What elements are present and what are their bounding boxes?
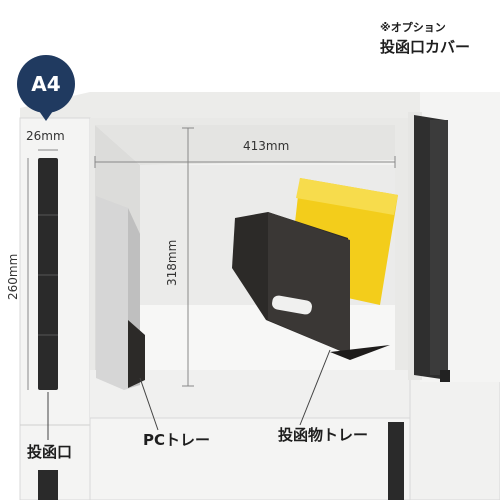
lower-locker-front bbox=[89, 417, 411, 500]
pc-tray-label: PCトレー bbox=[143, 431, 211, 449]
interior-width-label: 413mm bbox=[243, 139, 290, 153]
slot-cover-label: 投函口カバー bbox=[380, 38, 471, 56]
lower-door bbox=[409, 369, 500, 500]
size-badge: A4 bbox=[17, 55, 75, 121]
mail-tray-label: 投函物トレー bbox=[278, 426, 369, 444]
option-note: ※オプション bbox=[380, 21, 446, 34]
slot-height-label: 260mm bbox=[6, 253, 20, 300]
pc-tray bbox=[128, 320, 145, 388]
mail-slot bbox=[38, 158, 58, 390]
pc-tray-leader bbox=[139, 377, 159, 431]
cabinet-top bbox=[20, 92, 500, 122]
slot-label: 投函口 bbox=[27, 443, 73, 461]
lower-mail-slot bbox=[38, 470, 58, 500]
interior-height-label: 318mm bbox=[165, 239, 179, 286]
lower-slot bbox=[388, 422, 404, 500]
slot-width-label: 26mm bbox=[26, 129, 65, 143]
mail-tray-leader bbox=[299, 349, 331, 426]
